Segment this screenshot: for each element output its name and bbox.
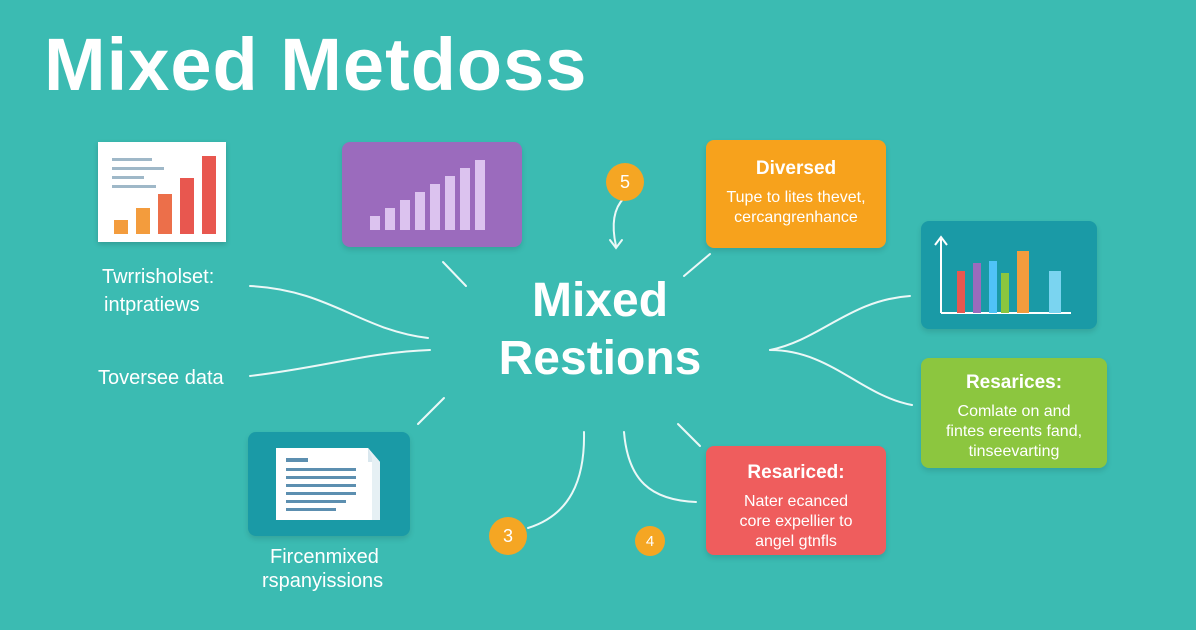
diversed-card-line2: cercangrenhance [734, 209, 858, 226]
connector-teal-chart [769, 295, 911, 351]
connector-middle-left [249, 349, 431, 377]
bar-chart-paper [98, 142, 226, 242]
connector-badge-5 [612, 197, 625, 247]
step-badge-3: 3 [489, 517, 527, 555]
bar-chart-icon [370, 160, 485, 230]
resariced-card-title: Resariced: [747, 462, 845, 483]
purple-chart-card [342, 142, 522, 247]
connector-top-left [249, 285, 429, 339]
resariced-card-line2: core expellier to [739, 513, 853, 530]
connector-orange [683, 253, 711, 277]
step-badge-4: 4 [635, 526, 665, 556]
connector-badge-3 [527, 431, 586, 529]
arrowhead [609, 239, 623, 250]
diversed-card-title: Diversed [755, 158, 837, 179]
connector-document [417, 397, 445, 425]
resariced-card-line3: angel gtnfls [755, 533, 837, 550]
resariced-card: Resariced: Nater ecanced core expellier … [706, 446, 886, 555]
diversed-card-line1: Tupe to lites thevet, [726, 189, 866, 206]
resarices-card-line3: tinseevarting [968, 443, 1060, 460]
label-bottom-left-line2: rspanyissions [262, 570, 384, 592]
label-bottom-left-line1: Fircenmixed [270, 546, 379, 568]
connector-purple [442, 261, 467, 287]
connector-badge-4 [623, 431, 697, 503]
teal-chart-card [921, 221, 1097, 329]
step-badge-5: 5 [606, 163, 644, 201]
resarices-card-line2: fintes ereents fand, [945, 423, 1083, 440]
center-title-line1: Mixed [531, 274, 669, 327]
connector-red-card [677, 423, 701, 447]
bar-chart-icon [112, 156, 216, 234]
resarices-card-title: Resarices: [965, 372, 1063, 393]
resarices-card: Resarices: Comlate on and fintes ereents… [921, 358, 1107, 468]
label-middle-left: Toversee data [98, 367, 224, 389]
document-icon [276, 448, 380, 520]
label-top-left-line1: Twrrisholset: [102, 266, 215, 288]
bar-chart-icon [934, 235, 1071, 314]
resarices-card-line1: Comlate on and [957, 403, 1071, 420]
center-title-line2: Restions [498, 332, 702, 385]
connector-green-card [769, 349, 913, 406]
center-title: Mixed Restions [440, 272, 760, 388]
page-title: Mixed Metdoss [44, 23, 588, 106]
label-top-left-line2: intpratiews [104, 294, 200, 316]
diversed-card: Diversed Tupe to lites thevet, cercangre… [706, 140, 886, 248]
document-card [248, 432, 410, 536]
resariced-card-line1: Nater ecanced [743, 493, 849, 510]
